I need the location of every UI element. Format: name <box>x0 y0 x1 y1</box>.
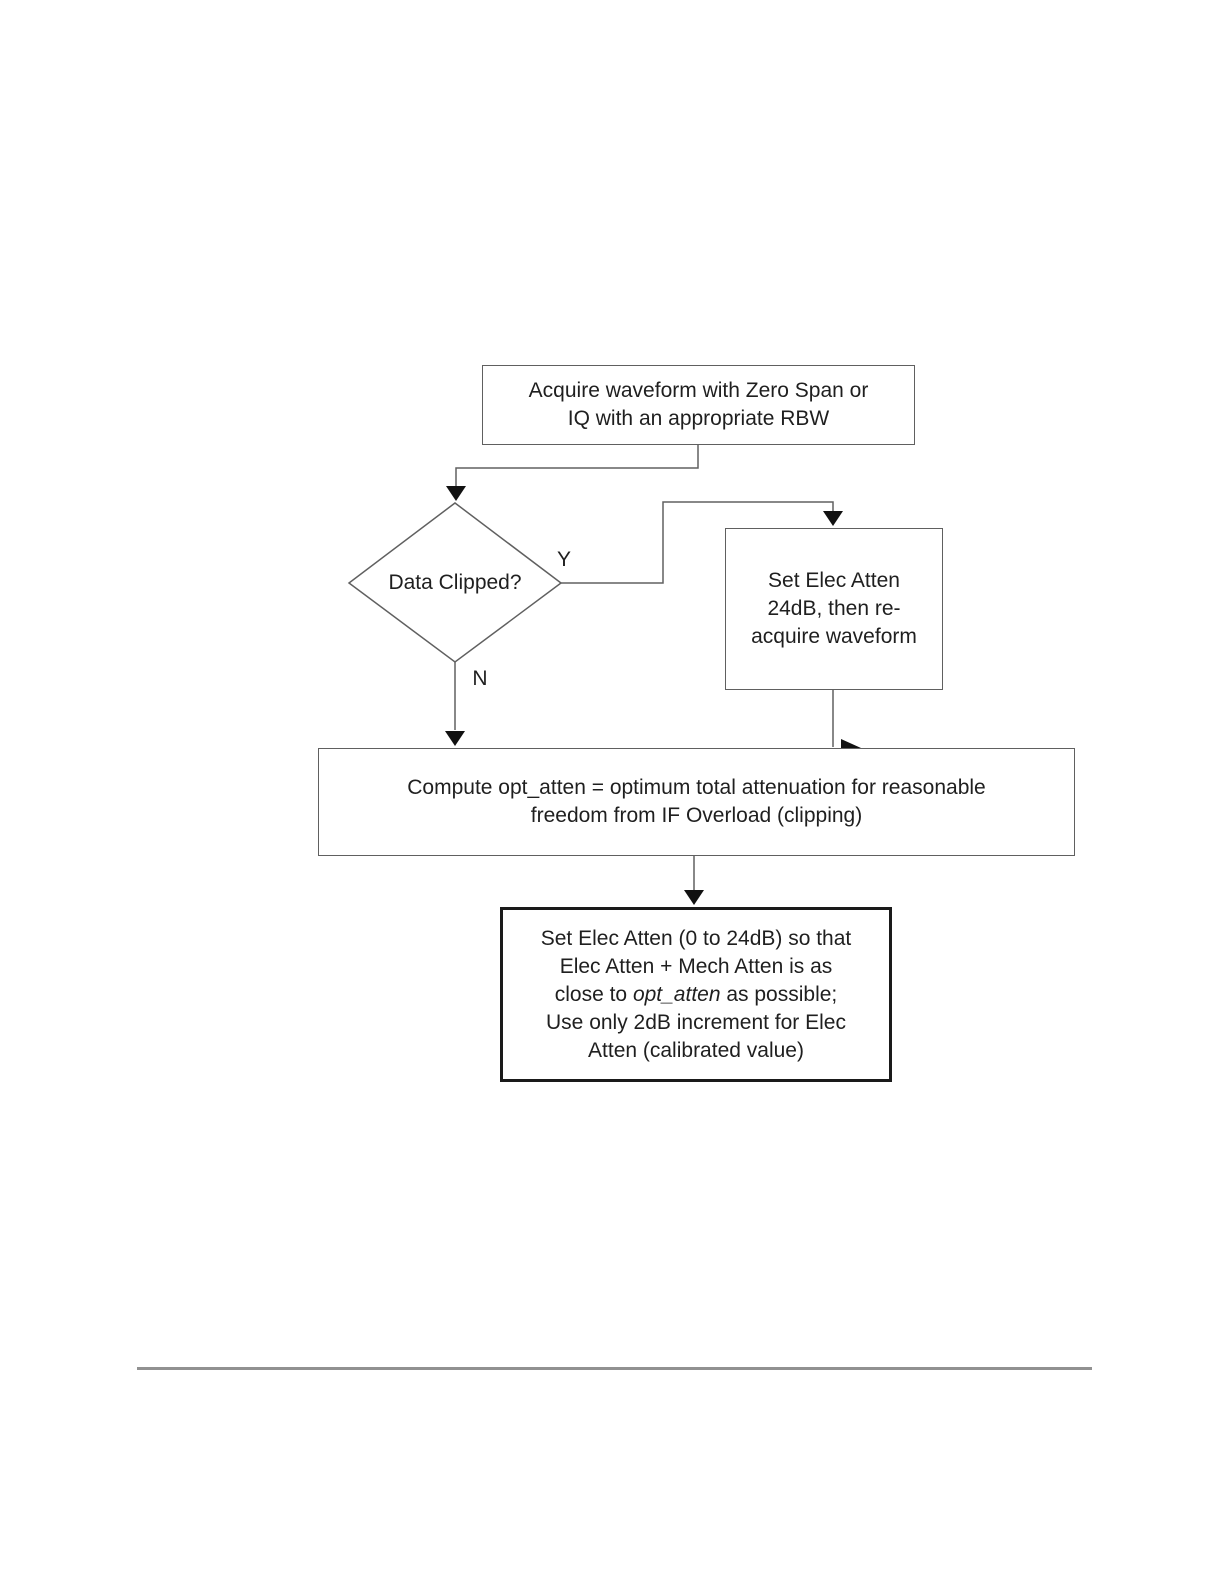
footer-divider <box>137 1367 1092 1370</box>
connector-yes-branch <box>561 501 834 584</box>
connector-acquire-to-decision <box>455 445 699 487</box>
arrowhead-down-into-final-icon <box>684 890 704 905</box>
node-acquire-waveform-label: Acquire waveform with Zero Span or IQ wi… <box>528 379 869 430</box>
arrowhead-down-into-set-elec-24-icon <box>823 511 843 526</box>
arrowhead-down-into-decision-icon <box>446 486 466 501</box>
node-set-elec-atten-24: Set Elec Atten 24dB, then re- acquire wa… <box>725 528 943 690</box>
branch-label-yes: Y <box>556 548 571 571</box>
node-set-elec-atten-final-label: Set Elec Atten (0 to 24dB) so that Elec … <box>541 925 852 1065</box>
branch-label-no: N <box>472 667 488 690</box>
arrowhead-down-into-compute-icon <box>445 731 465 746</box>
node-acquire-waveform: Acquire waveform with Zero Span or IQ wi… <box>482 365 915 445</box>
final-label-italic-opt-atten: opt_atten <box>632 982 721 1006</box>
final-label-after-italic: as possible; Use only 2dB increment for … <box>546 982 846 1062</box>
node-compute-opt-atten-label: Compute opt_atten = optimum total attenu… <box>407 776 986 827</box>
node-set-elec-atten-final: Set Elec Atten (0 to 24dB) so that Elec … <box>500 907 892 1082</box>
node-set-elec-atten-24-label: Set Elec Atten 24dB, then re- acquire wa… <box>751 569 917 648</box>
node-decision-label: Data Clipped? <box>388 571 522 594</box>
node-compute-opt-atten: Compute opt_atten = optimum total attenu… <box>318 748 1075 856</box>
final-label-before-italic: Set Elec Atten (0 to 24dB) so that Elec … <box>540 926 852 1006</box>
